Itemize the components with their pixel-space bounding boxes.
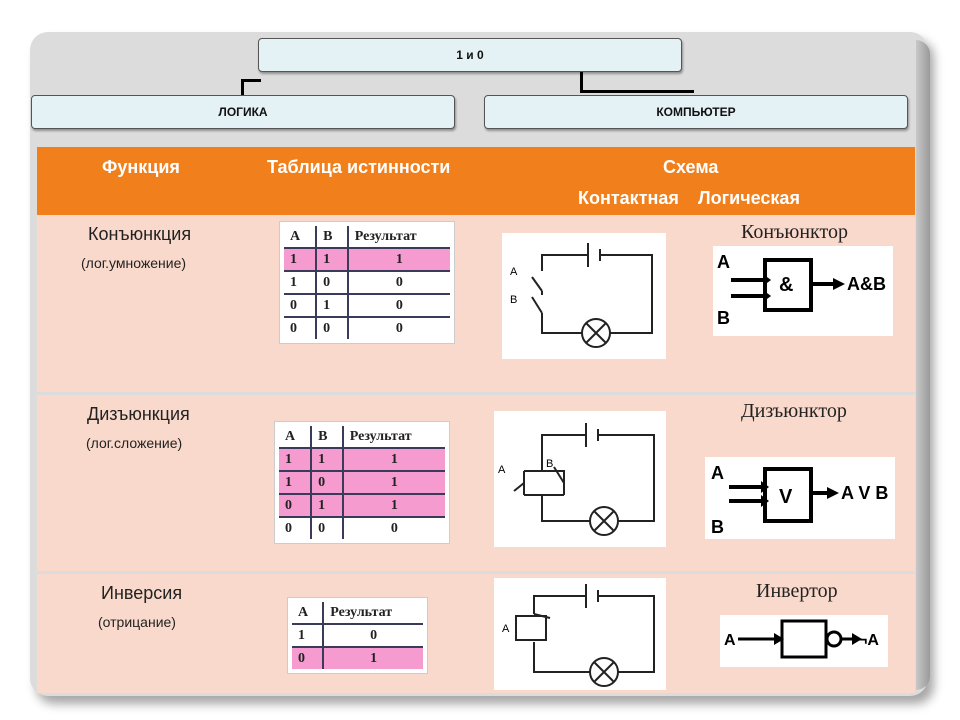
gate-name: Инвертор [756,580,838,602]
table-cell: 1 [315,293,349,318]
table-header-cell: Результат [322,599,426,625]
table-header-cell: Результат [341,423,449,449]
table-cell: 0 [288,646,325,672]
function-name: Дизъюнкция [87,404,190,424]
table-header-cell: Результат [346,223,454,249]
table-cell: 1 [310,493,344,518]
computer-box: КОМПЬЮТЕР [484,95,908,129]
connector-line [580,70,583,92]
table-cell: 0 [315,270,349,295]
contact-circuit-inverter: A [494,578,666,690]
table-cell: 0 [310,516,344,542]
gate-name: Конъюнктор [741,221,848,243]
contact-circuit-parallel: A B [494,411,666,547]
table-cell: 1 [315,247,349,272]
switch-label-a: A [502,623,510,635]
function-name: Инверсия [101,583,183,603]
table-header-cell: B [310,423,344,449]
not-gate-symbol: A ¬A [720,615,888,667]
gate-input-b: B [711,517,724,537]
table-cell: 0 [346,316,454,342]
table-cell: 1 [280,247,318,272]
gate-input-a: A [724,632,736,649]
table-cell: 0 [346,270,454,295]
logic-box: ЛОГИКА [31,95,455,129]
table-cell: 0 [322,623,426,648]
gate-symbol: & [779,274,793,296]
table-cell: 1 [341,447,449,472]
gate-input-a: A [717,252,730,272]
gate-output: A V B [841,483,888,503]
function-subtitle: (лог.умножение) [81,255,187,271]
switch-label-b: B [510,294,517,306]
table-cell: 1 [310,447,344,472]
gate-name: Дизъюнктор [741,400,847,422]
header-truth-table: Таблица истинности [267,157,451,177]
gate-output: ¬A [858,632,879,649]
table-cell: 0 [275,493,313,518]
gate-input-b: B [717,308,730,328]
table-cell: 0 [280,316,318,342]
gate-output: A&B [847,274,886,294]
table-cell: 1 [280,270,318,295]
switch-label-a: A [498,464,506,476]
top-box-1-and-0: 1 и 0 [258,38,682,72]
switch-label-a: A [510,266,518,278]
connector-line [241,80,244,96]
function-subtitle: (лог.сложение) [86,435,183,451]
table-cell: 0 [280,293,318,318]
header-scheme: Схема [663,157,719,177]
table-cell: 1 [275,470,313,495]
and-gate-symbol: & A B A&B [713,246,893,336]
function-subtitle: (отрицание) [98,614,176,630]
table-cell: 1 [341,470,449,495]
switch-label-b: B [546,458,553,470]
table-cell: 0 [341,516,449,542]
header-logical: Логическая [698,188,800,208]
gate-input-a: A [711,463,724,483]
table-cell: 0 [275,516,313,542]
function-name: Конъюнкция [88,224,192,244]
or-gate-symbol: V A B A V B [705,457,895,539]
table-cell: 0 [310,470,344,495]
table-header-cell: A [275,423,313,449]
table-header-cell: A [280,223,318,249]
header-contact: Контактная [578,188,679,208]
table-header-cell: B [315,223,349,249]
table-cell: 1 [341,493,449,518]
table-cell: 0 [315,316,349,342]
header-function: Функция [102,157,180,177]
table-cell: 0 [346,293,454,318]
table-cell: 1 [275,447,313,472]
gate-symbol: V [779,486,793,508]
table-cell: 1 [322,646,426,672]
table-header [37,147,915,215]
table-cell: 1 [288,623,325,648]
connector-line [241,79,261,82]
connector-line [580,90,694,93]
table-cell: 1 [346,247,454,272]
table-header-cell: A [288,599,325,625]
contact-circuit-series: A B [502,233,666,359]
slide-frame-edge [916,40,930,690]
